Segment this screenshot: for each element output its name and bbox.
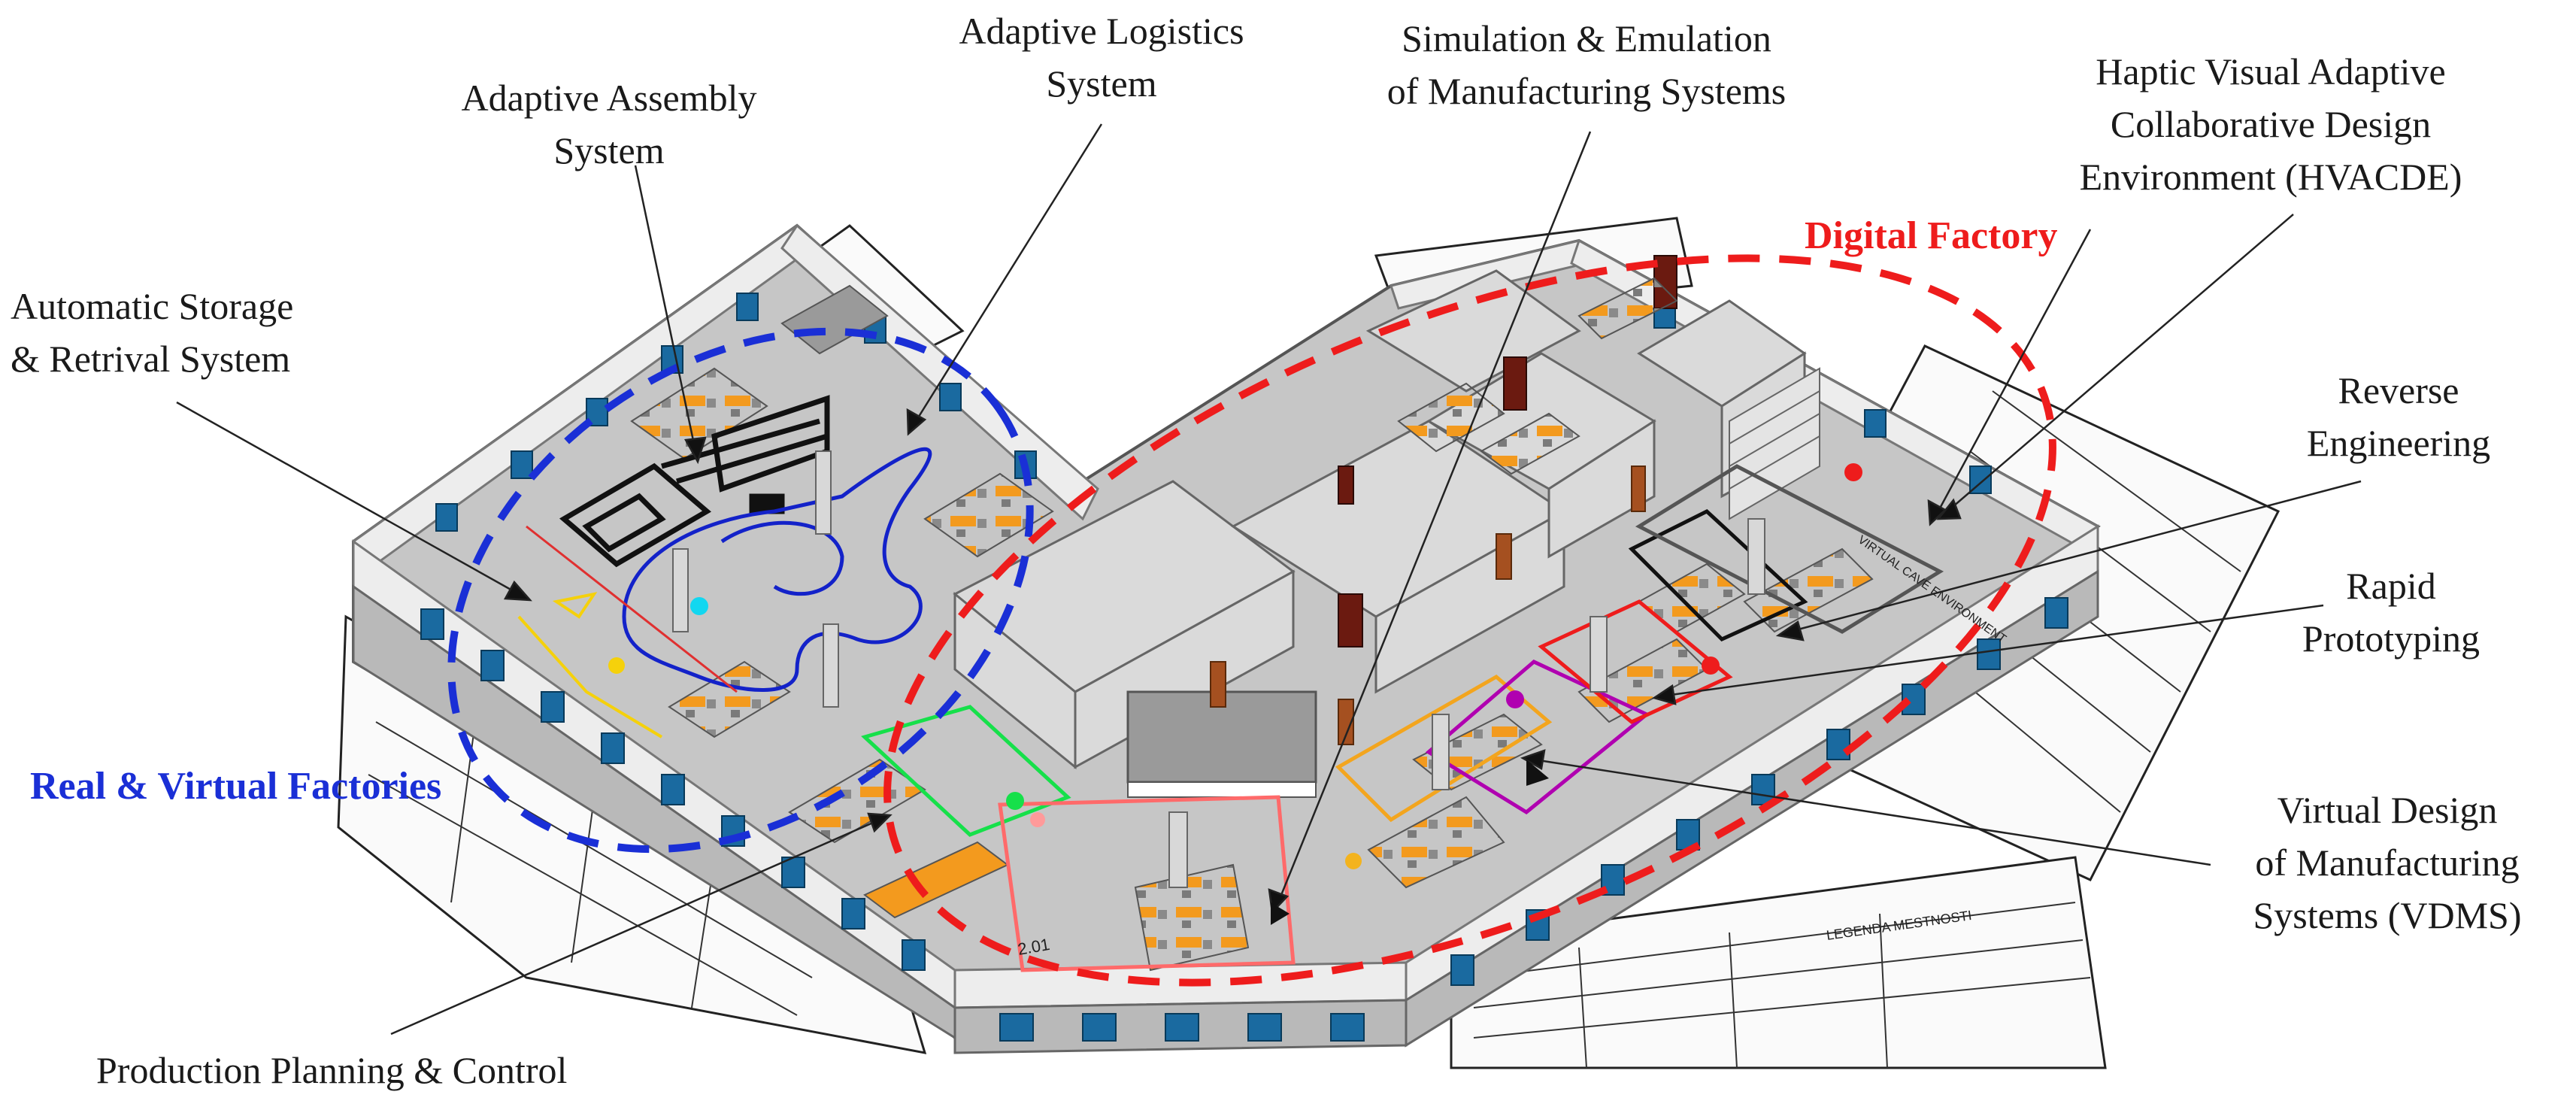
- real-virtual-factories-boundary: [447, 327, 1034, 854]
- digital-factory-title: Digital Factory: [1805, 214, 2058, 257]
- production-planning-label: Production Planning & Control: [96, 1049, 568, 1091]
- logistics-track: [622, 447, 932, 692]
- vdms-label: Virtual Design of Manufacturing Systems …: [2253, 789, 2522, 936]
- pillars: [672, 450, 1765, 888]
- adaptive-logistics-label: Adaptive Logistics System: [959, 10, 1244, 105]
- central-offices: [953, 269, 1807, 770]
- hvacde-label: Haptic Visual Adaptive Collaborative Des…: [2079, 50, 2462, 198]
- real-virtual-factories-title: Real & Virtual Factories: [30, 765, 442, 808]
- simulation-emulation-label: Simulation & Emulation of Manufacturing …: [1386, 17, 1787, 112]
- doors: [1210, 466, 1646, 745]
- floor-markers: [517, 463, 1862, 869]
- shelving: [1729, 367, 1820, 520]
- reverse-engineering-label: Reverse Engineering: [2306, 369, 2491, 464]
- adaptive-assembly-label: Adaptive Assembly System: [461, 77, 757, 171]
- digital-factory-boundary: [883, 254, 2056, 987]
- building: [351, 223, 2101, 1054]
- floor-arrowheads: [1271, 760, 1549, 925]
- rapid-prototyping-label: Rapid Prototyping: [2302, 565, 2481, 660]
- automatic-storage-label: Automatic Storage & Retrival System: [11, 285, 294, 380]
